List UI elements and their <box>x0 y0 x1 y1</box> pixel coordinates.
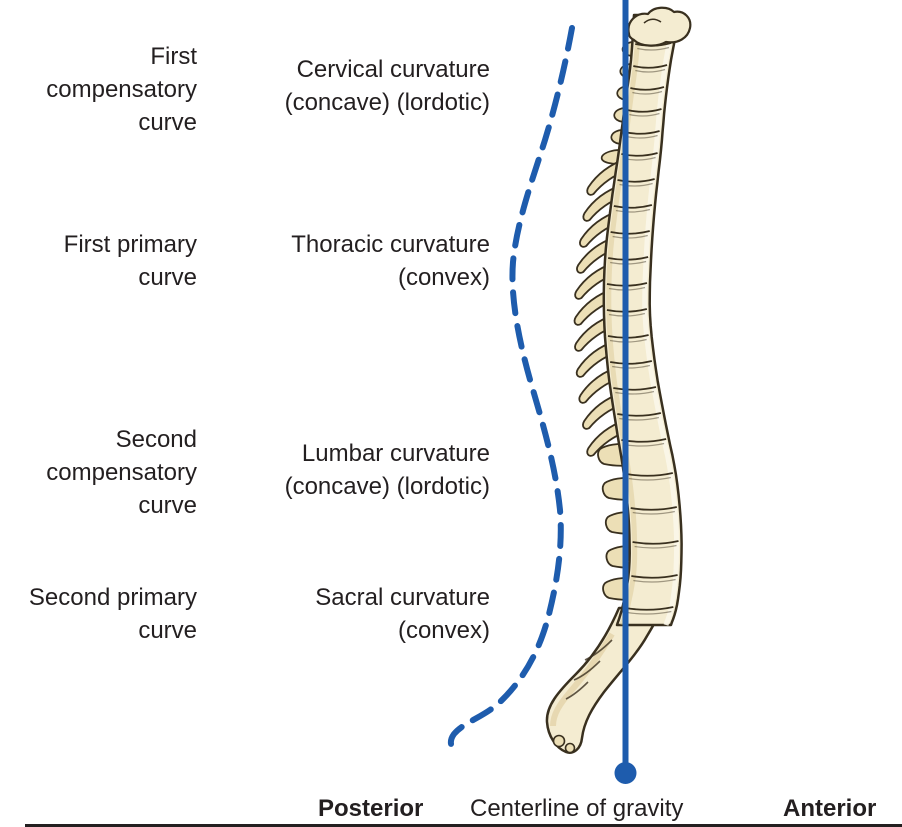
disc-seam <box>633 64 668 69</box>
disc-seam <box>617 178 655 183</box>
label-lumbar-curvature: Lumbar curvature (concave) (lordotic) <box>284 440 490 500</box>
disc-seam <box>630 506 678 511</box>
column-anterior-highlight <box>642 29 680 626</box>
sacral-ridge <box>584 639 613 661</box>
disc-seam-echo <box>633 578 676 583</box>
disc-seam <box>626 472 674 477</box>
sacrum-shading <box>550 632 615 727</box>
disc-seam <box>613 204 653 209</box>
label-posterior: Posterior <box>318 795 424 822</box>
disc-seam <box>617 412 662 417</box>
disc-seam <box>627 108 662 113</box>
disc-seam <box>625 606 674 611</box>
disc-seam-echo <box>612 364 650 369</box>
disc-seam-echo <box>632 90 663 95</box>
figure-bottom-rule <box>25 824 902 827</box>
label-sacral-curvature: Sacral curvature (convex) <box>315 584 490 644</box>
disc-seam <box>631 574 678 579</box>
label-anterior: Anterior <box>783 795 877 822</box>
sacral-ridge <box>573 660 601 681</box>
disc-seam-echo <box>612 234 648 239</box>
disc-seam-echo <box>615 390 655 395</box>
disc-seam-echo <box>626 134 658 139</box>
label-thoracic-curvature: Thoracic curvature (convex) <box>291 231 490 291</box>
label-second-compensatory-curve: Second compensatory curve <box>46 426 197 519</box>
coccyx-segment <box>564 742 576 754</box>
sacral-ridge <box>565 681 589 700</box>
disc-seam-echo <box>635 68 666 73</box>
disc-seam-echo <box>628 476 671 481</box>
label-second-primary-curve: Second primary curve <box>28 584 197 644</box>
atlas-detail <box>643 18 662 24</box>
sacrum-coccyx <box>545 606 663 754</box>
disc-seam <box>613 386 657 391</box>
gravity-point-marker <box>614 762 637 784</box>
spine-illustration <box>545 6 692 754</box>
disc-seam-echo <box>615 208 651 213</box>
disc-seam <box>610 360 653 365</box>
label-centerline-of-gravity: Centerline of gravity <box>470 795 684 822</box>
disc-seam-echo <box>619 182 653 187</box>
disc-seam-echo <box>632 510 675 515</box>
disc-seam <box>630 86 665 91</box>
disc-seam-echo <box>634 544 677 549</box>
atlas-c1 <box>627 6 692 47</box>
disc-seam-echo <box>637 46 670 51</box>
disc-seam-echo <box>627 610 672 615</box>
posterior-contour-dashed-line <box>447 25 575 755</box>
label-first-primary-curve: First primary curve <box>63 231 197 291</box>
label-cervical-curvature: Cervical curvature (concave) (lordotic) <box>284 56 490 116</box>
disc-seam <box>632 540 679 545</box>
disc-seam-echo <box>629 112 660 117</box>
coccyx-segment <box>552 734 566 748</box>
label-first-compensatory-curve: First compensatory curve <box>46 43 197 136</box>
disc-seam <box>610 230 650 235</box>
